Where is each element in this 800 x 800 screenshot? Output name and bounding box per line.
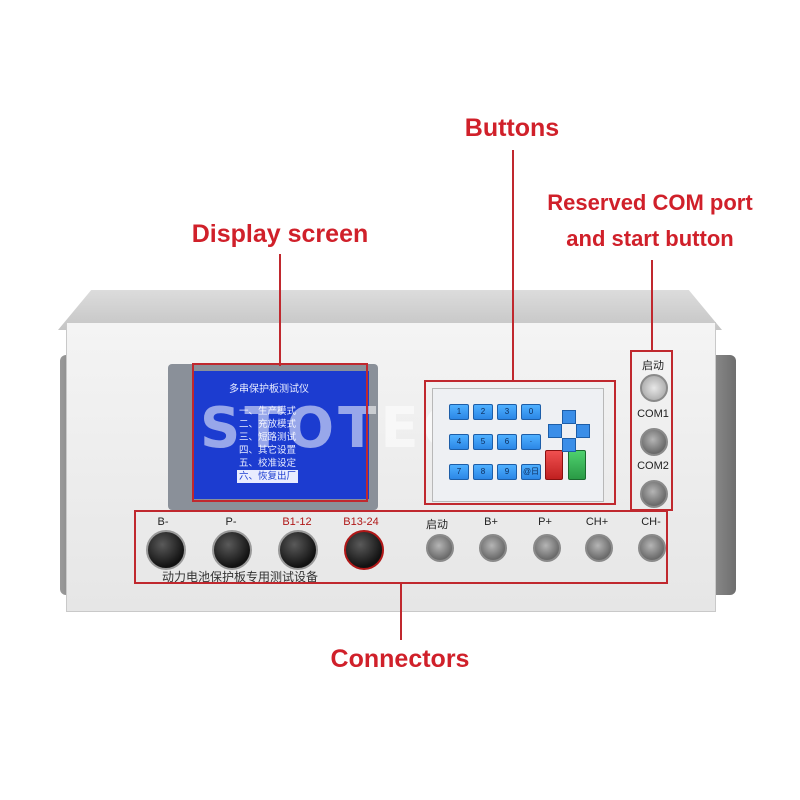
- lcd-menu-item: 五、校准设定: [239, 458, 297, 469]
- connector-label: CH+: [585, 516, 609, 528]
- connector-ch-minus[interactable]: [638, 534, 666, 562]
- key[interactable]: 7: [449, 464, 469, 480]
- buttons-callout: Buttons: [464, 114, 560, 142]
- key[interactable]: 2: [473, 404, 493, 420]
- key[interactable]: 6: [497, 434, 517, 450]
- lcd-menu-item: 三、短路测试: [239, 432, 297, 443]
- connectors-leader-line: [400, 582, 402, 640]
- com2-label: COM2: [637, 460, 669, 472]
- key[interactable]: 4: [449, 434, 469, 450]
- connector-label: B+: [484, 516, 498, 528]
- com1-port[interactable]: [640, 428, 668, 456]
- key[interactable]: 5: [473, 434, 493, 450]
- cancel-key[interactable]: [545, 450, 563, 480]
- arrow-up-icon[interactable]: [562, 410, 576, 424]
- connector-start[interactable]: [426, 534, 454, 562]
- com1-label: COM1: [637, 408, 669, 420]
- connector-p-minus[interactable]: [212, 530, 252, 570]
- connector-label: B13-24: [343, 516, 379, 528]
- connector-p-plus[interactable]: [533, 534, 561, 562]
- buttons-highlight-box: [424, 380, 616, 505]
- connector-label: B-: [157, 516, 169, 528]
- arrow-right-icon[interactable]: [576, 424, 590, 438]
- arrow-down-icon[interactable]: [562, 438, 576, 452]
- lcd-menu-item: 一、生产模式: [239, 406, 297, 417]
- lcd-display: 多串保护板测试仪 一、生产模式 二、充放模式 三、短路测试 四、其它设置 五、校…: [193, 371, 369, 499]
- connector-ch-plus[interactable]: [585, 534, 613, 562]
- com2-port[interactable]: [640, 480, 668, 508]
- reserved-com-callout-line1: Reserved COM port: [547, 190, 753, 215]
- key[interactable]: 1: [449, 404, 469, 420]
- key[interactable]: 0: [521, 404, 541, 420]
- connector-label: CH-: [641, 516, 661, 528]
- direction-pad[interactable]: [548, 410, 590, 452]
- connector-b1-12[interactable]: [278, 530, 318, 570]
- connector-label: P+: [538, 516, 552, 528]
- connector-label: 启动: [426, 519, 448, 531]
- key[interactable]: ·: [521, 434, 541, 450]
- connector-label: P-: [225, 516, 237, 528]
- start-button[interactable]: [640, 374, 668, 402]
- lcd-menu-item-selected: 六、恢复出厂: [237, 470, 299, 483]
- lcd-menu-item: 二、充放模式: [239, 419, 297, 430]
- display-screen-callout: Display screen: [191, 220, 369, 248]
- device-caption: 动力电池保护板专用测试设备: [162, 570, 319, 584]
- connector-b-plus[interactable]: [479, 534, 507, 562]
- com-leader-line: [651, 260, 653, 352]
- connector-b13-24[interactable]: [344, 530, 384, 570]
- connectors-callout: Connectors: [330, 645, 470, 673]
- start-label: 启动: [642, 360, 664, 372]
- arrow-left-icon[interactable]: [548, 424, 562, 438]
- com-highlight-box: [630, 350, 673, 511]
- lcd-title: 多串保护板测试仪: [229, 384, 309, 395]
- key[interactable]: 9: [497, 464, 517, 480]
- key[interactable]: 8: [473, 464, 493, 480]
- confirm-key[interactable]: [568, 450, 586, 480]
- buttons-leader-line: [512, 150, 514, 382]
- reserved-com-callout-line2: and start button: [566, 226, 734, 251]
- connectors-highlight-box: [134, 510, 668, 584]
- lcd-menu: 一、生产模式 二、充放模式 三、短路测试 四、其它设置 五、校准设定 六、恢复出…: [237, 405, 299, 483]
- key[interactable]: 3: [497, 404, 517, 420]
- lcd-menu-item: 四、其它设置: [239, 445, 297, 456]
- connector-b-minus[interactable]: [146, 530, 186, 570]
- display-highlight-box: [192, 363, 368, 502]
- key[interactable]: @日: [521, 464, 541, 480]
- display-leader-line: [279, 254, 281, 366]
- connector-label: B1-12: [282, 516, 312, 528]
